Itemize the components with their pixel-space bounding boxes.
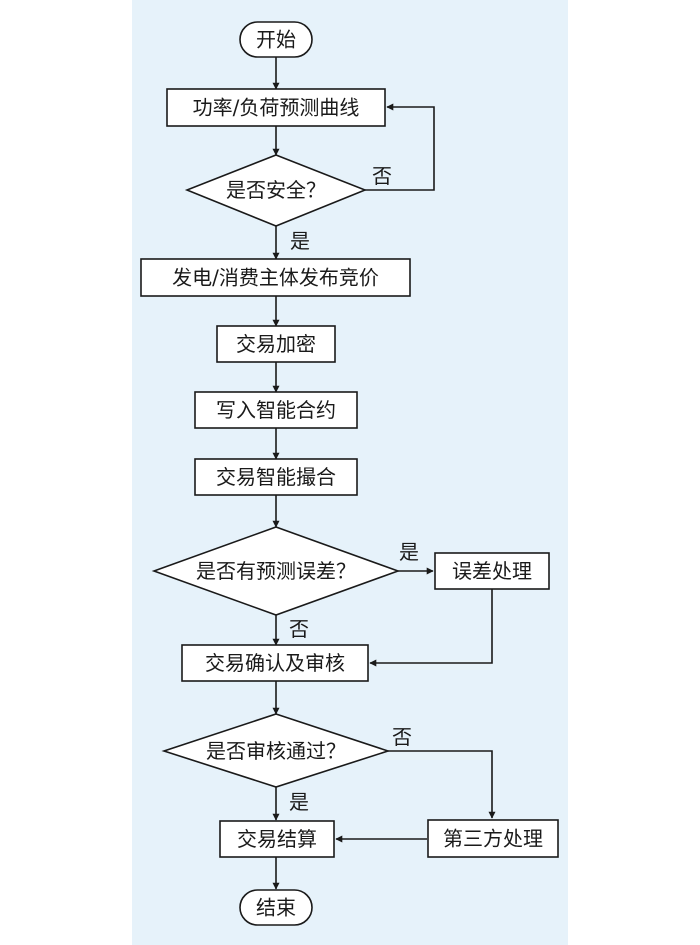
audit-decision (161, 713, 391, 788)
error-handling-label: 误差处理 (452, 559, 532, 583)
third-party-box (427, 819, 559, 858)
safe-decision-label: 是否安全？ (226, 178, 326, 202)
bidding-box (140, 258, 411, 297)
forecast-box (166, 88, 386, 127)
settlement-box (219, 820, 335, 858)
end-terminator (239, 889, 313, 926)
contract-box (194, 391, 358, 429)
encrypt-box (216, 325, 336, 363)
error-decision (151, 526, 401, 616)
arrow-safe-no-loop (365, 103, 435, 191)
matching-box (194, 458, 358, 496)
audit-yes-label: 是 (289, 790, 309, 814)
contract-label: 写入智能合约 (216, 398, 336, 422)
forecast-label: 功率/负荷预测曲线 (193, 96, 360, 120)
start-label: 开始 (256, 28, 296, 52)
encrypt-label: 交易加密 (236, 332, 316, 356)
error-yes-label: 是 (399, 540, 419, 564)
confirm-label: 交易确认及审核 (205, 651, 345, 675)
audit-no-label: 否 (392, 725, 412, 749)
safe-decision (184, 154, 368, 227)
safe-no-label: 否 (372, 164, 392, 188)
audit-decision-label: 是否审核通过？ (206, 739, 346, 763)
settlement-label: 交易结算 (237, 827, 317, 851)
error-handling-box (434, 552, 550, 590)
matching-label: 交易智能撮合 (216, 465, 336, 489)
error-no-label: 否 (289, 617, 309, 641)
error-decision-label: 是否有预测误差？ (196, 559, 356, 583)
bidding-label: 发电/消费主体发布竞价 (172, 266, 379, 290)
arrow-audit-no (388, 750, 496, 819)
arrow-errorhandling-confirm (369, 589, 493, 667)
start-terminator (239, 21, 313, 58)
safe-yes-label: 是 (290, 229, 310, 253)
confirm-box (181, 644, 369, 682)
end-label: 结束 (256, 896, 296, 920)
third-party-label: 第三方处理 (443, 827, 543, 851)
